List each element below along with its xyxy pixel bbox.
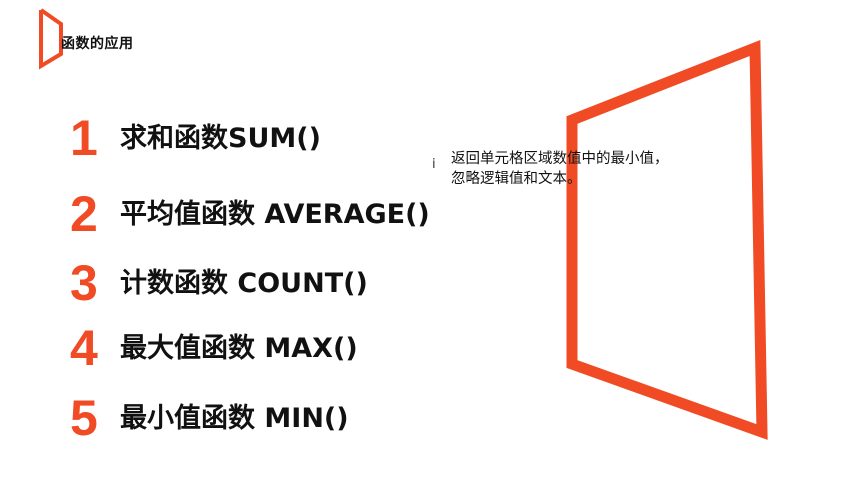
page-title: 函数的应用 [61,36,134,52]
list-item-max: 4 最大值函数 MAX() [70,320,358,376]
list-item-min: 5 最小值函数 MIN() [70,390,349,446]
item-number: 2 [70,186,98,242]
decorative-frame-shape [566,40,768,440]
list-item-average: 2 平均值函数 AVERAGE() [70,186,430,242]
list-item-sum: 1 求和函数SUM() [70,110,321,166]
description-line-2: 忽略逻辑值和文本。 [451,171,582,187]
item-number: 1 [70,110,98,166]
item-label: 求和函数SUM() [120,122,321,154]
item-number: 5 [70,390,98,446]
bracket-logo-icon [39,8,63,70]
description-line-1: 返回单元格区域数值中的最小值， [451,151,669,167]
item-label: 最小值函数 MIN() [120,402,349,434]
item-number: 4 [70,320,98,376]
function-description: i 返回单元格区域数值中的最小值， 忽略逻辑值和文本。 [432,149,728,189]
text-cursor-marker: i [432,157,436,172]
item-label: 最大值函数 MAX() [120,332,358,364]
item-number: 3 [70,255,98,311]
list-item-count: 3 计数函数 COUNT() [70,255,368,311]
item-label: 计数函数 COUNT() [120,267,368,299]
item-label: 平均值函数 AVERAGE() [120,198,430,230]
